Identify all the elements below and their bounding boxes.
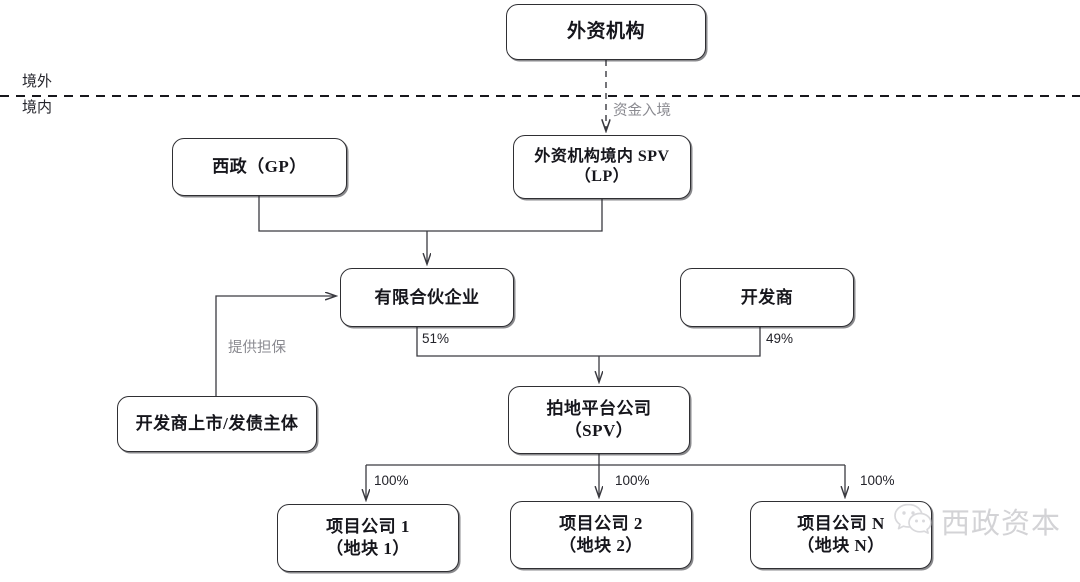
node-label: 项目公司 1 （地块 1） — [326, 517, 410, 558]
edge-label-stake-100-b: 100% — [615, 473, 650, 488]
edge-label-stake-100-c: 100% — [860, 473, 895, 488]
edge-stake-51 — [416, 327, 599, 357]
node-label: 有限合伙企业 — [374, 287, 480, 307]
node-land-platform-spv[interactable]: 拍地平台公司 （SPV） — [508, 386, 690, 454]
edge-label-capital-inflow: 资金入境 — [613, 103, 671, 119]
watermark-text: 西政资本 — [941, 508, 1062, 540]
edge-lp-to-partnership — [427, 199, 603, 232]
edge-guarantee — [215, 296, 336, 396]
wechat-icon — [893, 502, 935, 541]
watermark: 西政资本 — [893, 500, 1061, 542]
edge-label-stake-49: 49% — [766, 331, 794, 346]
boundary-label-onshore: 境内 — [22, 100, 53, 116]
node-label: 西政（GP） — [212, 157, 307, 177]
node-label: 项目公司 2 （地块 2） — [559, 514, 643, 555]
node-xizheng-gp[interactable]: 西政（GP） — [172, 138, 347, 196]
edge-label-provide-guarantee: 提供担保 — [228, 340, 286, 356]
node-onshore-spv-lp[interactable]: 外资机构境内 SPV （LP） — [513, 135, 691, 199]
node-label: 开发商 — [740, 287, 794, 307]
edge-label-stake-51: 51% — [422, 331, 450, 346]
node-label: 开发商上市/发债主体 — [135, 414, 299, 434]
node-foreign-institution[interactable]: 外资机构 — [506, 4, 706, 60]
node-project-company-2[interactable]: 项目公司 2 （地块 2） — [510, 501, 692, 569]
boundary-label-offshore: 境外 — [22, 74, 53, 90]
node-label: 外资机构 — [566, 20, 645, 42]
node-label: 项目公司 N （地块 N） — [797, 514, 885, 555]
node-label: 拍地平台公司 （SPV） — [546, 399, 652, 440]
node-project-company-n[interactable]: 项目公司 N （地块 N） — [750, 501, 932, 569]
node-developer[interactable]: 开发商 — [680, 268, 854, 327]
node-label: 外资机构境内 SPV （LP） — [534, 147, 670, 185]
node-limited-partnership[interactable]: 有限合伙企业 — [340, 268, 514, 327]
edge-gp-to-partnership — [258, 196, 427, 232]
node-developer-listed[interactable]: 开发商上市/发债主体 — [117, 396, 317, 452]
node-project-company-1[interactable]: 项目公司 1 （地块 1） — [277, 504, 459, 572]
edge-stake-49 — [599, 327, 761, 357]
edge-label-stake-100-a: 100% — [374, 473, 409, 488]
